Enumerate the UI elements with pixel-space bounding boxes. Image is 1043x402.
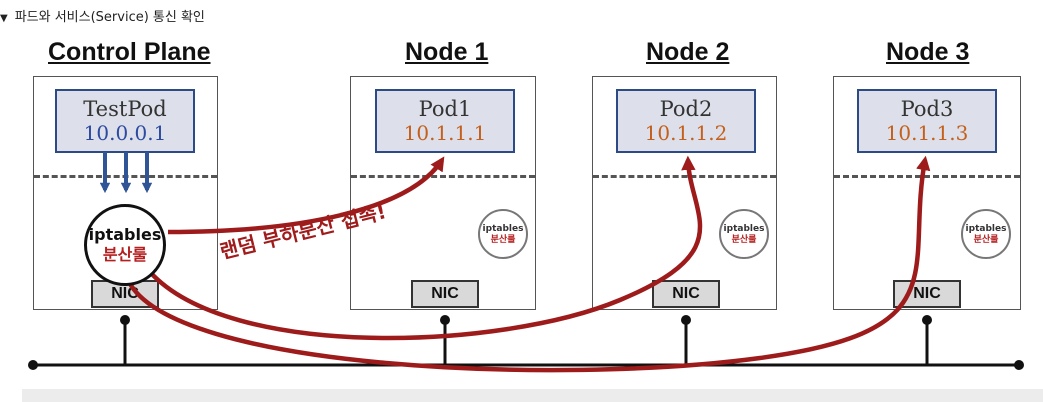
pod-ip: 10.1.1.1 bbox=[403, 121, 487, 145]
content-bottom-strip bbox=[22, 389, 1043, 402]
node2-title: Node 2 bbox=[646, 38, 730, 66]
iptables-label: iptables bbox=[88, 225, 162, 244]
flow-arrow-to-pod2 bbox=[148, 155, 703, 341]
pod-ip: 10.0.0.1 bbox=[83, 121, 167, 145]
pod-name: Pod1 bbox=[418, 97, 472, 121]
rule-label: 분산룰 bbox=[731, 235, 757, 245]
pod-name: Pod3 bbox=[900, 97, 954, 121]
flow-arrow-to-pod1 bbox=[167, 156, 445, 235]
iptables-label: iptables bbox=[965, 224, 1007, 234]
flow-arrow-to-pod3 bbox=[125, 155, 931, 373]
divider bbox=[351, 175, 535, 178]
node2-iptables-circle: iptables 분산룰 bbox=[719, 209, 769, 259]
bus-endpoint-left bbox=[28, 360, 38, 370]
rule-label: 분산룰 bbox=[973, 235, 999, 245]
section-title: 파드와 서비스(Service) 통신 확인 bbox=[14, 10, 205, 25]
testpod-box: TestPod 10.0.0.1 bbox=[55, 89, 195, 153]
node1-title: Node 1 bbox=[405, 38, 489, 66]
pod-ip: 10.1.1.3 bbox=[885, 121, 969, 145]
section-toggle[interactable]: ▼ 파드와 서비스(Service) 통신 확인 bbox=[0, 6, 205, 25]
node3-title: Node 3 bbox=[886, 38, 970, 66]
node3-iptables-circle: iptables 분산룰 bbox=[961, 209, 1011, 259]
pod-name: Pod2 bbox=[659, 97, 713, 121]
pod-ip: 10.1.1.2 bbox=[644, 121, 728, 145]
bus-endpoint-right bbox=[1014, 360, 1024, 370]
pod1-box: Pod1 10.1.1.1 bbox=[375, 89, 515, 153]
rule-label: 분산룰 bbox=[102, 245, 148, 264]
nic-connector-dot bbox=[440, 315, 450, 325]
collapse-triangle-icon: ▼ bbox=[0, 13, 8, 24]
rule-label: 분산룰 bbox=[490, 235, 516, 245]
pod3-box: Pod3 10.1.1.3 bbox=[857, 89, 997, 153]
control-plane-iptables-circle: iptables 분산룰 bbox=[84, 204, 166, 286]
nic-connector-dot bbox=[681, 315, 691, 325]
iptables-label: iptables bbox=[482, 224, 524, 234]
pod-name: TestPod bbox=[83, 97, 167, 121]
node1-nic: NIC bbox=[411, 280, 479, 308]
control-plane-title: Control Plane bbox=[48, 38, 211, 66]
divider bbox=[834, 175, 1020, 178]
divider bbox=[593, 175, 776, 178]
node1-iptables-circle: iptables 분산룰 bbox=[478, 209, 528, 259]
nic-connector-dot bbox=[922, 315, 932, 325]
nic-connector-dot bbox=[120, 315, 130, 325]
pod2-box: Pod2 10.1.1.2 bbox=[616, 89, 756, 153]
iptables-label: iptables bbox=[723, 224, 765, 234]
node2-nic: NIC bbox=[652, 280, 720, 308]
